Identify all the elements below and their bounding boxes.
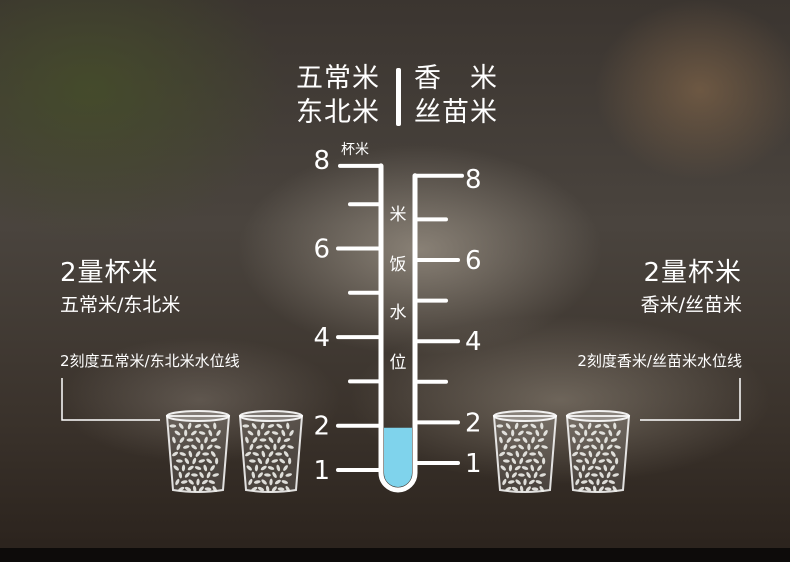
left-bracket-line: [61, 378, 160, 421]
title-left-line-1: 五常米: [296, 63, 380, 94]
right-tick-label-4: 4: [465, 327, 482, 357]
title-right-line-1: 香 米: [414, 63, 498, 94]
right-heading: 2量杯米: [643, 258, 742, 288]
left-measuring-cup-2: [238, 410, 304, 493]
right-note: 2刻度香米/丝苗米水位线: [577, 352, 742, 370]
vertical-label-char-2: 饭: [390, 255, 407, 275]
right-measuring-cup-2: [565, 410, 631, 493]
right-tick-label-2: 2: [465, 408, 482, 438]
right-measuring-cup-1: [492, 410, 558, 493]
measuring-tube: [338, 163, 464, 493]
left-tick-label-4: 4: [313, 323, 330, 353]
right-tick-label-6: 6: [465, 246, 482, 276]
vertical-label-char-1: 米: [390, 205, 407, 225]
left-tick-label-6: 6: [313, 235, 330, 265]
water-fill: [384, 427, 412, 487]
right-subheading: 香米/丝苗米: [640, 294, 742, 316]
left-subheading: 五常米/东北米: [60, 294, 181, 316]
title-left-line-2: 东北米: [296, 97, 380, 128]
left-note: 2刻度五常米/东北米水位线: [60, 352, 240, 370]
left-measuring-cup-1: [165, 410, 231, 493]
title-right-line-2: 丝苗米: [414, 97, 498, 128]
title-right-rice-types: 香 米 丝苗米: [414, 62, 498, 130]
title-divider: [396, 68, 401, 126]
vertical-label-char-4: 位: [390, 353, 407, 373]
right-tick-label-1: 1: [465, 449, 482, 479]
left-tick-label-8: 8: [313, 146, 330, 176]
left-tick-label-2: 2: [313, 412, 330, 442]
measuring-cups: [165, 410, 631, 493]
tube-outline: [378, 163, 418, 493]
bottom-bar: [0, 548, 790, 562]
left-tick-label-1: 1: [313, 456, 330, 486]
left-scale-unit: 杯米: [341, 142, 369, 158]
title-left-rice-types: 五常米 东北米: [296, 62, 380, 130]
vertical-label-char-3: 水: [390, 303, 407, 323]
right-tick-label-8: 8: [465, 165, 482, 195]
left-heading: 2量杯米: [60, 258, 159, 288]
right-bracket-line: [640, 378, 741, 421]
